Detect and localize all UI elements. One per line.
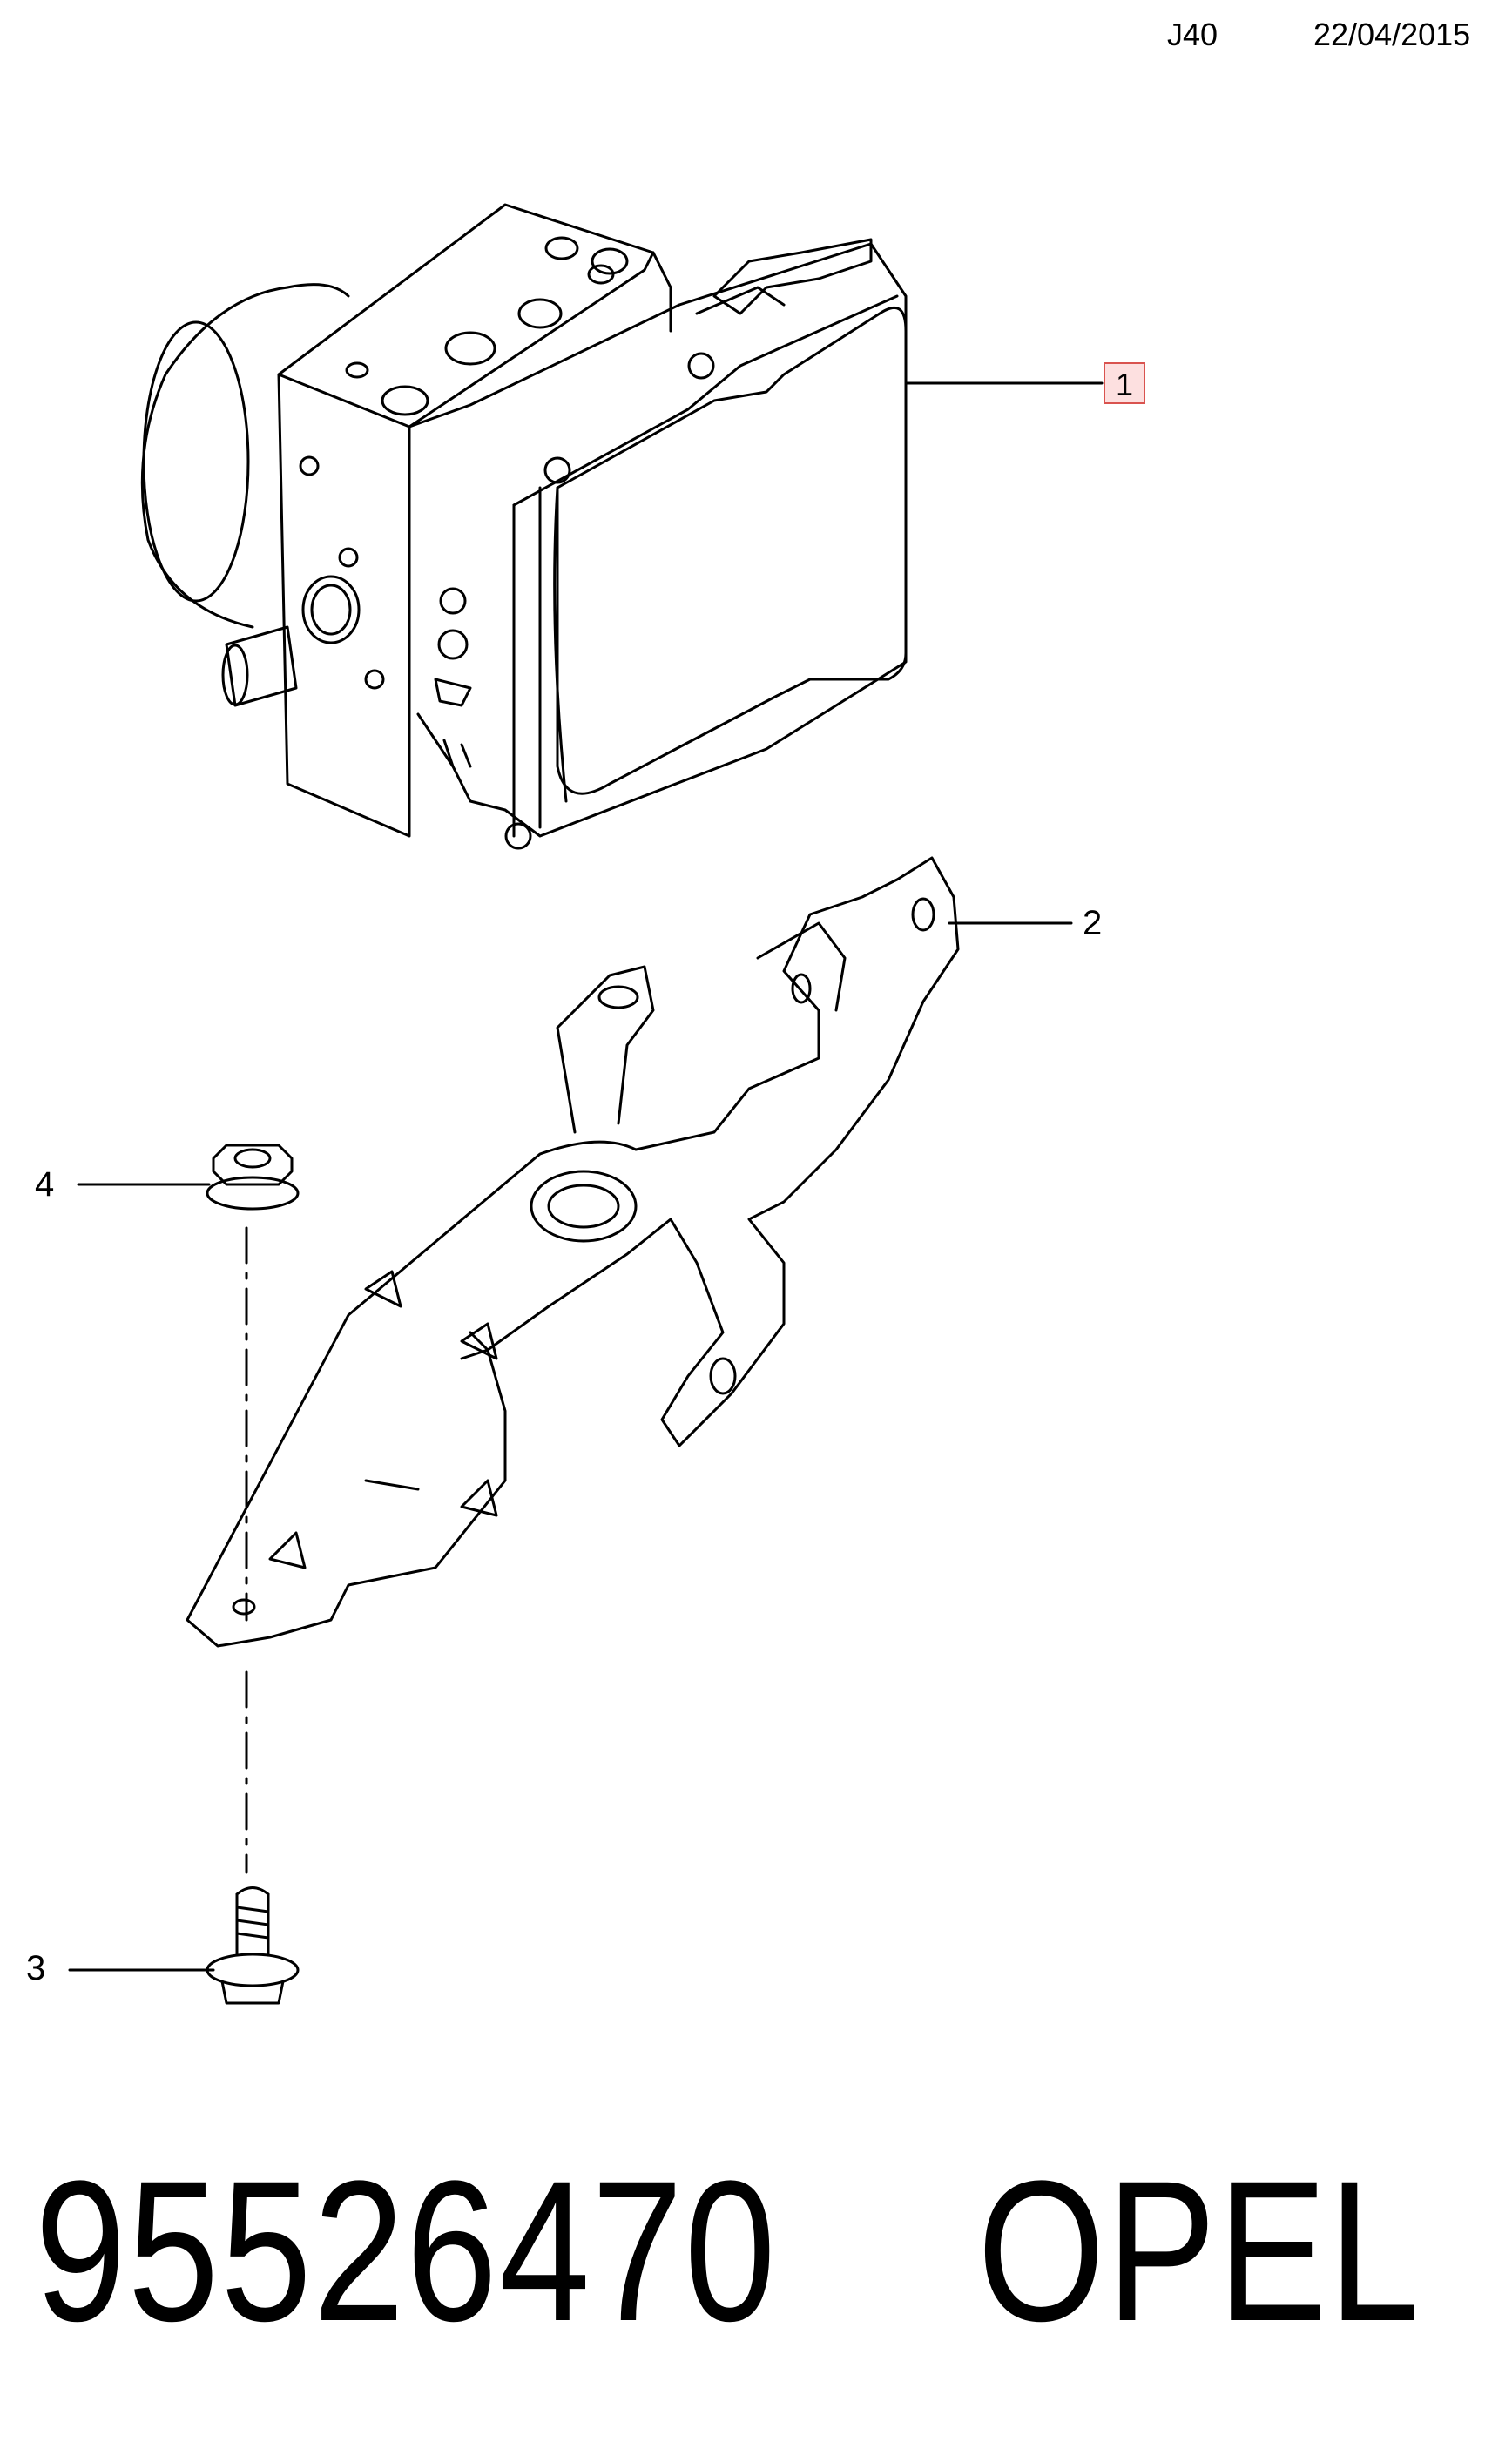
callout-4-label: 4 bbox=[35, 1165, 55, 1204]
bolt-drawing bbox=[206, 1886, 300, 2005]
callout-3-label: 3 bbox=[26, 1949, 46, 1987]
bracket-drawing bbox=[186, 856, 960, 1648]
nut-drawing bbox=[206, 1144, 300, 1211]
callout-2-label: 2 bbox=[1083, 904, 1103, 942]
brand-name: OPEL bbox=[977, 2139, 1421, 2363]
part-number: 95526470 bbox=[35, 2139, 778, 2363]
diagram-date: 22/04/2015 bbox=[1313, 17, 1471, 52]
callout-1-label: 1 bbox=[1104, 362, 1145, 404]
diagram-code: J40 bbox=[1167, 17, 1218, 52]
exploded-parts-diagram bbox=[68, 203, 1104, 2005]
abs-module-drawing bbox=[140, 203, 908, 850]
